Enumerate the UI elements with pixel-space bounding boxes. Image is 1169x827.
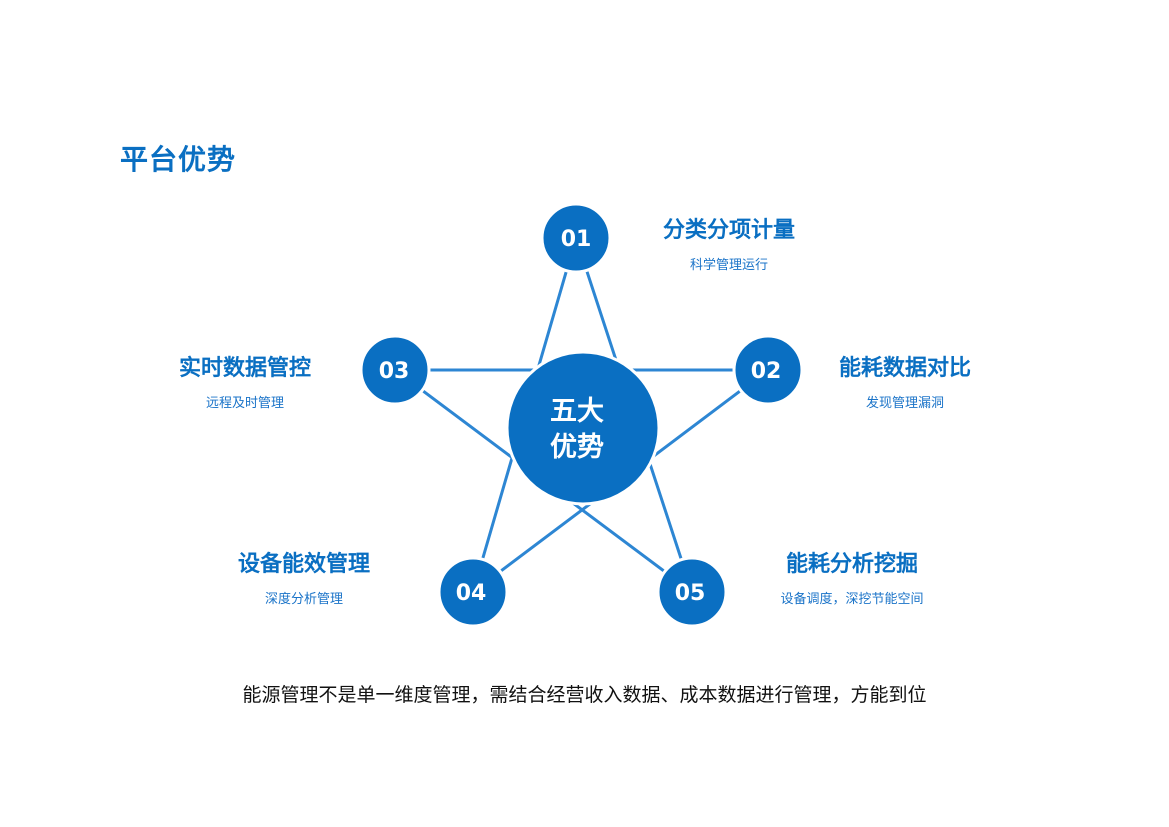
node-04: 04 bbox=[437, 556, 509, 628]
advantage-item-05: 能耗分析挖掘 设备调度，深挖节能空间 bbox=[742, 546, 962, 607]
center-circle: 五大 优势 bbox=[505, 350, 661, 506]
advantage-title-04: 设备能效管理 bbox=[237, 552, 370, 577]
node-03: 03 bbox=[359, 334, 431, 406]
advantage-subtitle-03: 远程及时管理 bbox=[205, 396, 284, 411]
advantage-subtitle-02: 发现管理漏洞 bbox=[865, 396, 944, 411]
node-01-number: 01 bbox=[561, 227, 592, 252]
advantage-title-02: 能耗数据对比 bbox=[838, 356, 971, 381]
advantage-item-03: 实时数据管控 远程及时管理 bbox=[135, 350, 355, 411]
advantage-subtitle-01: 科学管理运行 bbox=[689, 258, 768, 273]
advantage-title-01: 分类分项计量 bbox=[662, 218, 795, 243]
node-01: 01 bbox=[540, 202, 612, 274]
advantage-title-05: 能耗分析挖掘 bbox=[785, 552, 918, 577]
node-05-number: 05 bbox=[675, 581, 706, 606]
advantage-item-01: 分类分项计量 科学管理运行 bbox=[619, 212, 839, 273]
advantage-item-04: 设备能效管理 深度分析管理 bbox=[194, 546, 414, 607]
center-label-line2: 优势 bbox=[550, 432, 604, 463]
node-05: 05 bbox=[656, 556, 728, 628]
node-02-number: 02 bbox=[751, 359, 782, 384]
page-title: 平台优势 bbox=[120, 143, 237, 176]
node-03-number: 03 bbox=[379, 359, 410, 384]
advantage-subtitle-05: 设备调度，深挖节能空间 bbox=[780, 592, 924, 607]
advantage-item-02: 能耗数据对比 发现管理漏洞 bbox=[795, 350, 1015, 411]
footer-statement: 能源管理不是单一维度管理，需结合经营收入数据、成本数据进行管理，方能到位 bbox=[242, 684, 927, 706]
advantage-subtitle-04: 深度分析管理 bbox=[264, 592, 343, 607]
node-02: 02 bbox=[732, 334, 804, 406]
advantage-title-03: 实时数据管控 bbox=[178, 356, 311, 381]
node-04-number: 04 bbox=[456, 581, 487, 606]
center-label-line1: 五大 bbox=[550, 396, 604, 427]
